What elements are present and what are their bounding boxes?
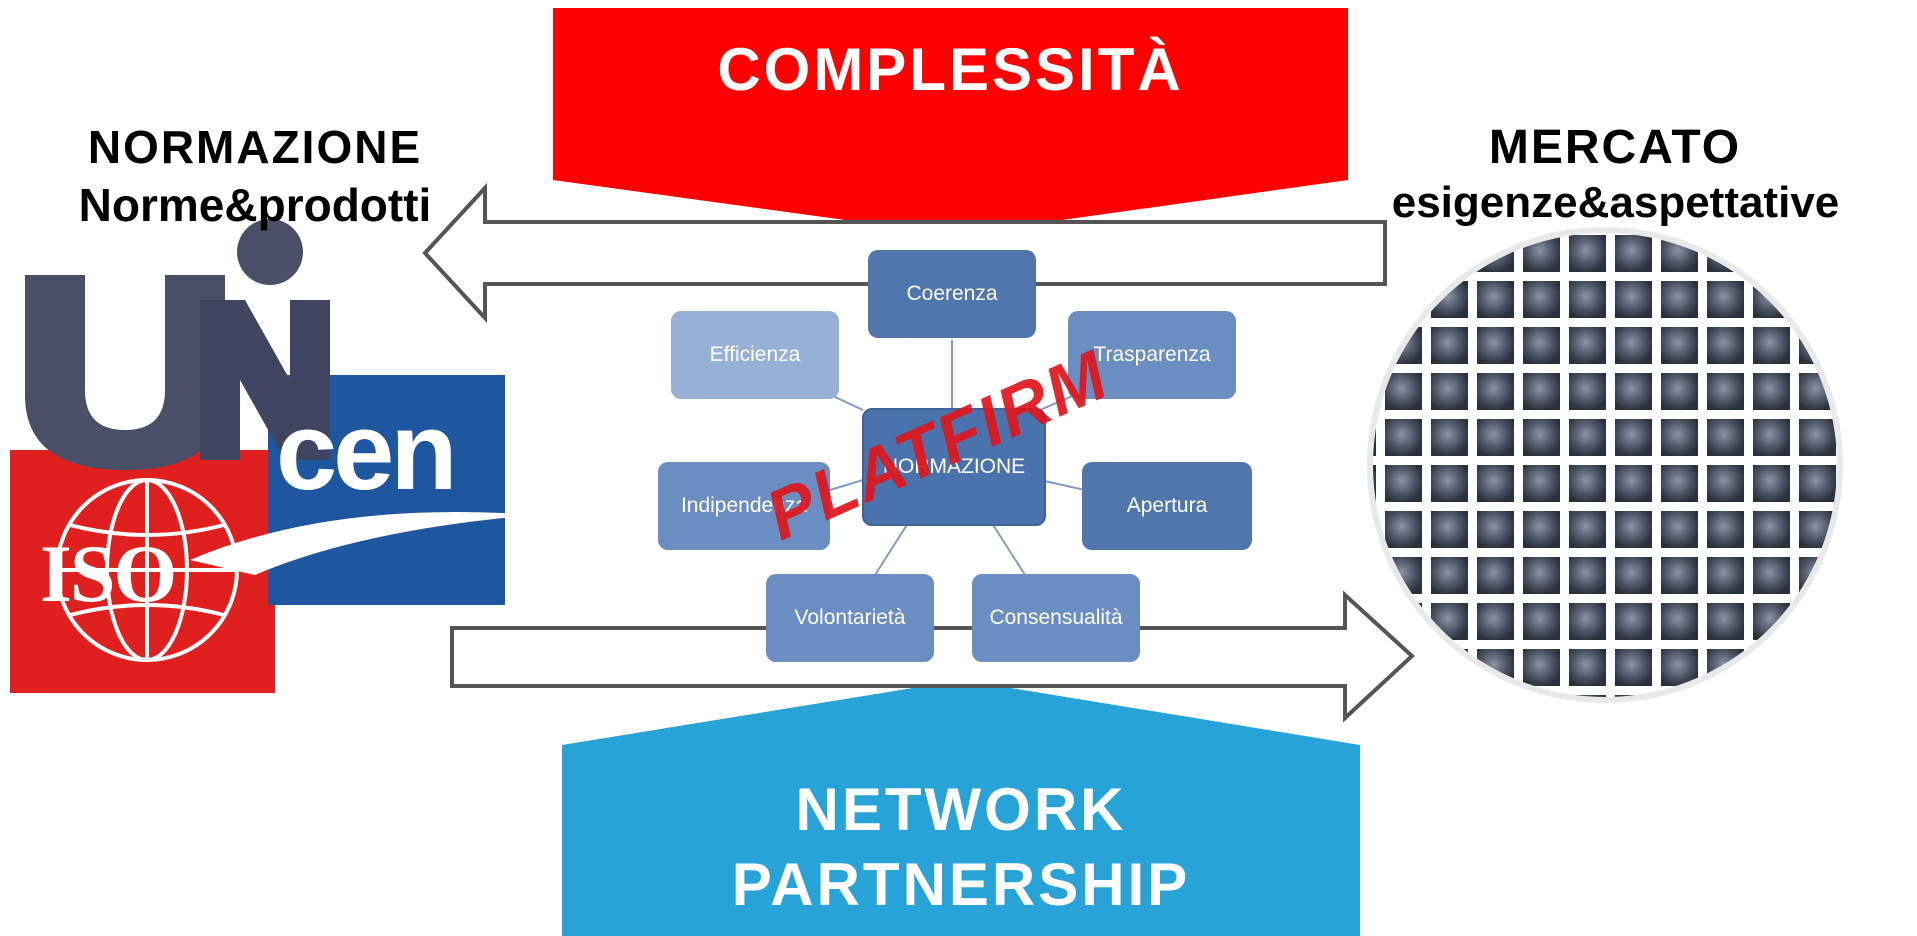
top-banner-shape <box>553 8 1348 235</box>
globe-image <box>1370 230 1840 700</box>
bottom-banner-line1: NETWORK <box>795 776 1127 843</box>
bottom-banner-line2: PARTNERSHIP <box>731 851 1191 918</box>
bottom-banner-shape <box>562 680 1360 936</box>
left-heading-subtitle: Norme&prodotti <box>78 179 432 231</box>
node-indipendenza: Indipendenza <box>658 462 830 550</box>
node-volontarieta: Volontarietà <box>766 574 934 662</box>
node-center-normazione: NORMAZIONE <box>862 408 1046 526</box>
node-efficienza: Efficienza <box>671 311 839 399</box>
right-heading-title: MERCATO <box>1488 121 1742 174</box>
swoosh-shape <box>190 512 535 575</box>
node-coerenza: Coerenza <box>868 250 1036 338</box>
left-heading-title: NORMAZIONE <box>87 121 423 173</box>
right-heading-subtitle: esigenze&aspettative <box>1391 178 1840 227</box>
diagram-connectors <box>829 340 1111 576</box>
uni-logo-icon <box>25 219 330 470</box>
node-trasparenza: Trasparenza <box>1068 311 1236 399</box>
node-consensualita: Consensualità <box>972 574 1140 662</box>
cen-logo-text: cen <box>276 390 458 513</box>
node-apertura: Apertura <box>1082 462 1252 550</box>
iso-logo-text: ISO <box>40 528 177 619</box>
top-banner-title: COMPLESSITÀ <box>717 36 1184 103</box>
